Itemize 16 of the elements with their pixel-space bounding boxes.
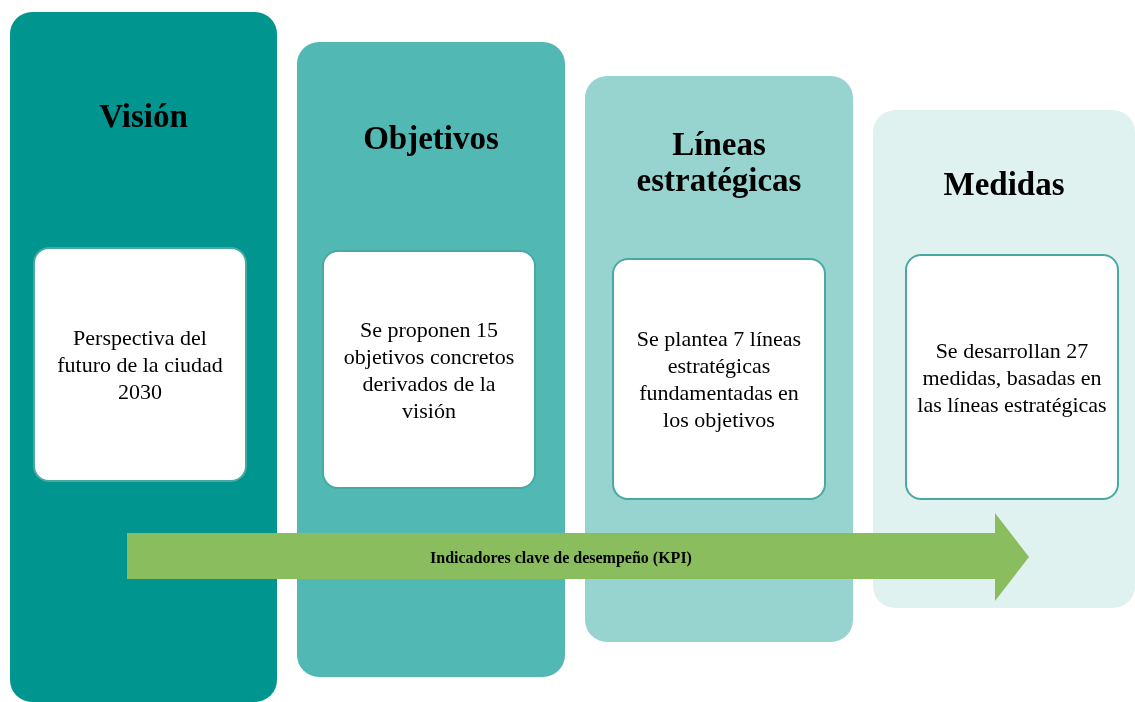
description-text: Se plantea 7 líneas estratégicas fundamentadas en los objetivos [635,325,803,433]
description-text: Perspectiva del futuro de la ciudad 2030 [56,324,224,405]
column-heading: Líneas estratégicas [635,126,803,198]
description-box [612,258,826,500]
description-box [322,250,536,489]
description-text: Se proponen 15 objetivos concretos derivados de la visión [342,315,516,424]
arrow-label: Indicadores clave de desempeño (KPI) [429,548,693,568]
column-panel [10,12,277,702]
column-heading: Objetivos [362,120,500,156]
description-box [33,247,247,482]
column-heading: Medidas [942,166,1066,202]
column-panel [873,110,1135,608]
description-box [905,254,1119,500]
description-text: Se desarrollan 27 medidas, basadas en las líneas estratégicas [916,336,1108,418]
column-heading: Visión [98,98,189,134]
block-arrow [127,513,1029,601]
